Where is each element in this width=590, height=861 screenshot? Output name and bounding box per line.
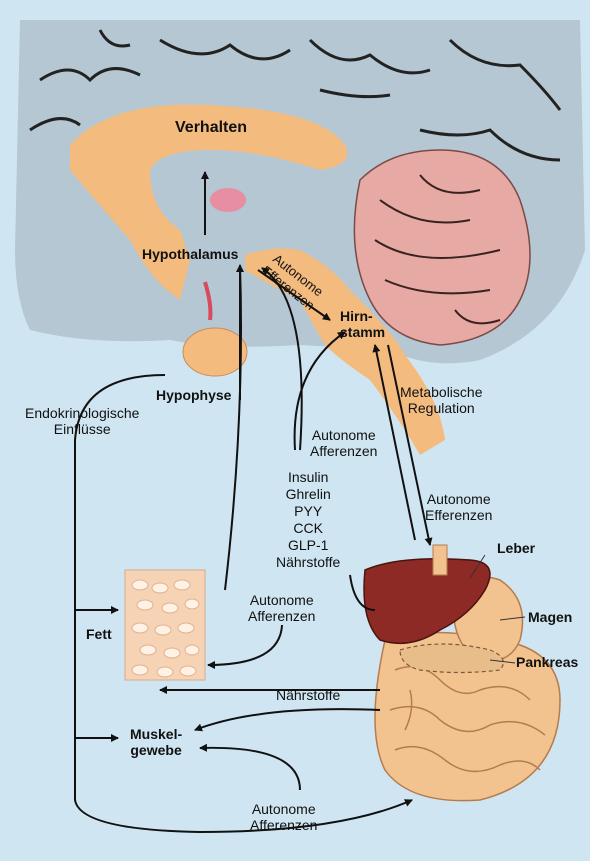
label-verhalten: Verhalten [175, 120, 247, 136]
pink-nucleus [210, 188, 246, 212]
label-pankreas: Pankreas [516, 654, 578, 670]
label-metabolische-regulation: Metabolische Regulation [400, 384, 483, 416]
label-naehrstoffe: Nährstoffe [276, 687, 340, 703]
label-hypothalamus: Hypothalamus [142, 246, 238, 262]
label-hirnstamm: Hirn- stamm [340, 308, 385, 340]
label-autonome-afferenzen-bottom: Autonome Afferenzen [250, 801, 317, 833]
label-muskelgewebe: Muskel- gewebe [130, 726, 182, 758]
label-fett: Fett [86, 626, 112, 642]
label-magen: Magen [528, 609, 572, 625]
label-hypophyse: Hypophyse [156, 387, 231, 403]
label-autonome-efferenzen-right: Autonome Efferenzen [425, 491, 492, 523]
label-autonome-afferenzen-fett: Autonome Afferenzen [248, 592, 315, 624]
label-endokrinologische-einfluesse: Endokrinologische Einflüsse [25, 405, 139, 437]
esophagus [433, 545, 447, 575]
label-signal-list: Insulin Ghrelin PYY CCK GLP-1 Nährstoffe [276, 469, 340, 571]
label-autonome-afferenzen-mid: Autonome Afferenzen [310, 427, 377, 459]
label-leber: Leber [497, 540, 535, 556]
pituitary [183, 328, 247, 376]
